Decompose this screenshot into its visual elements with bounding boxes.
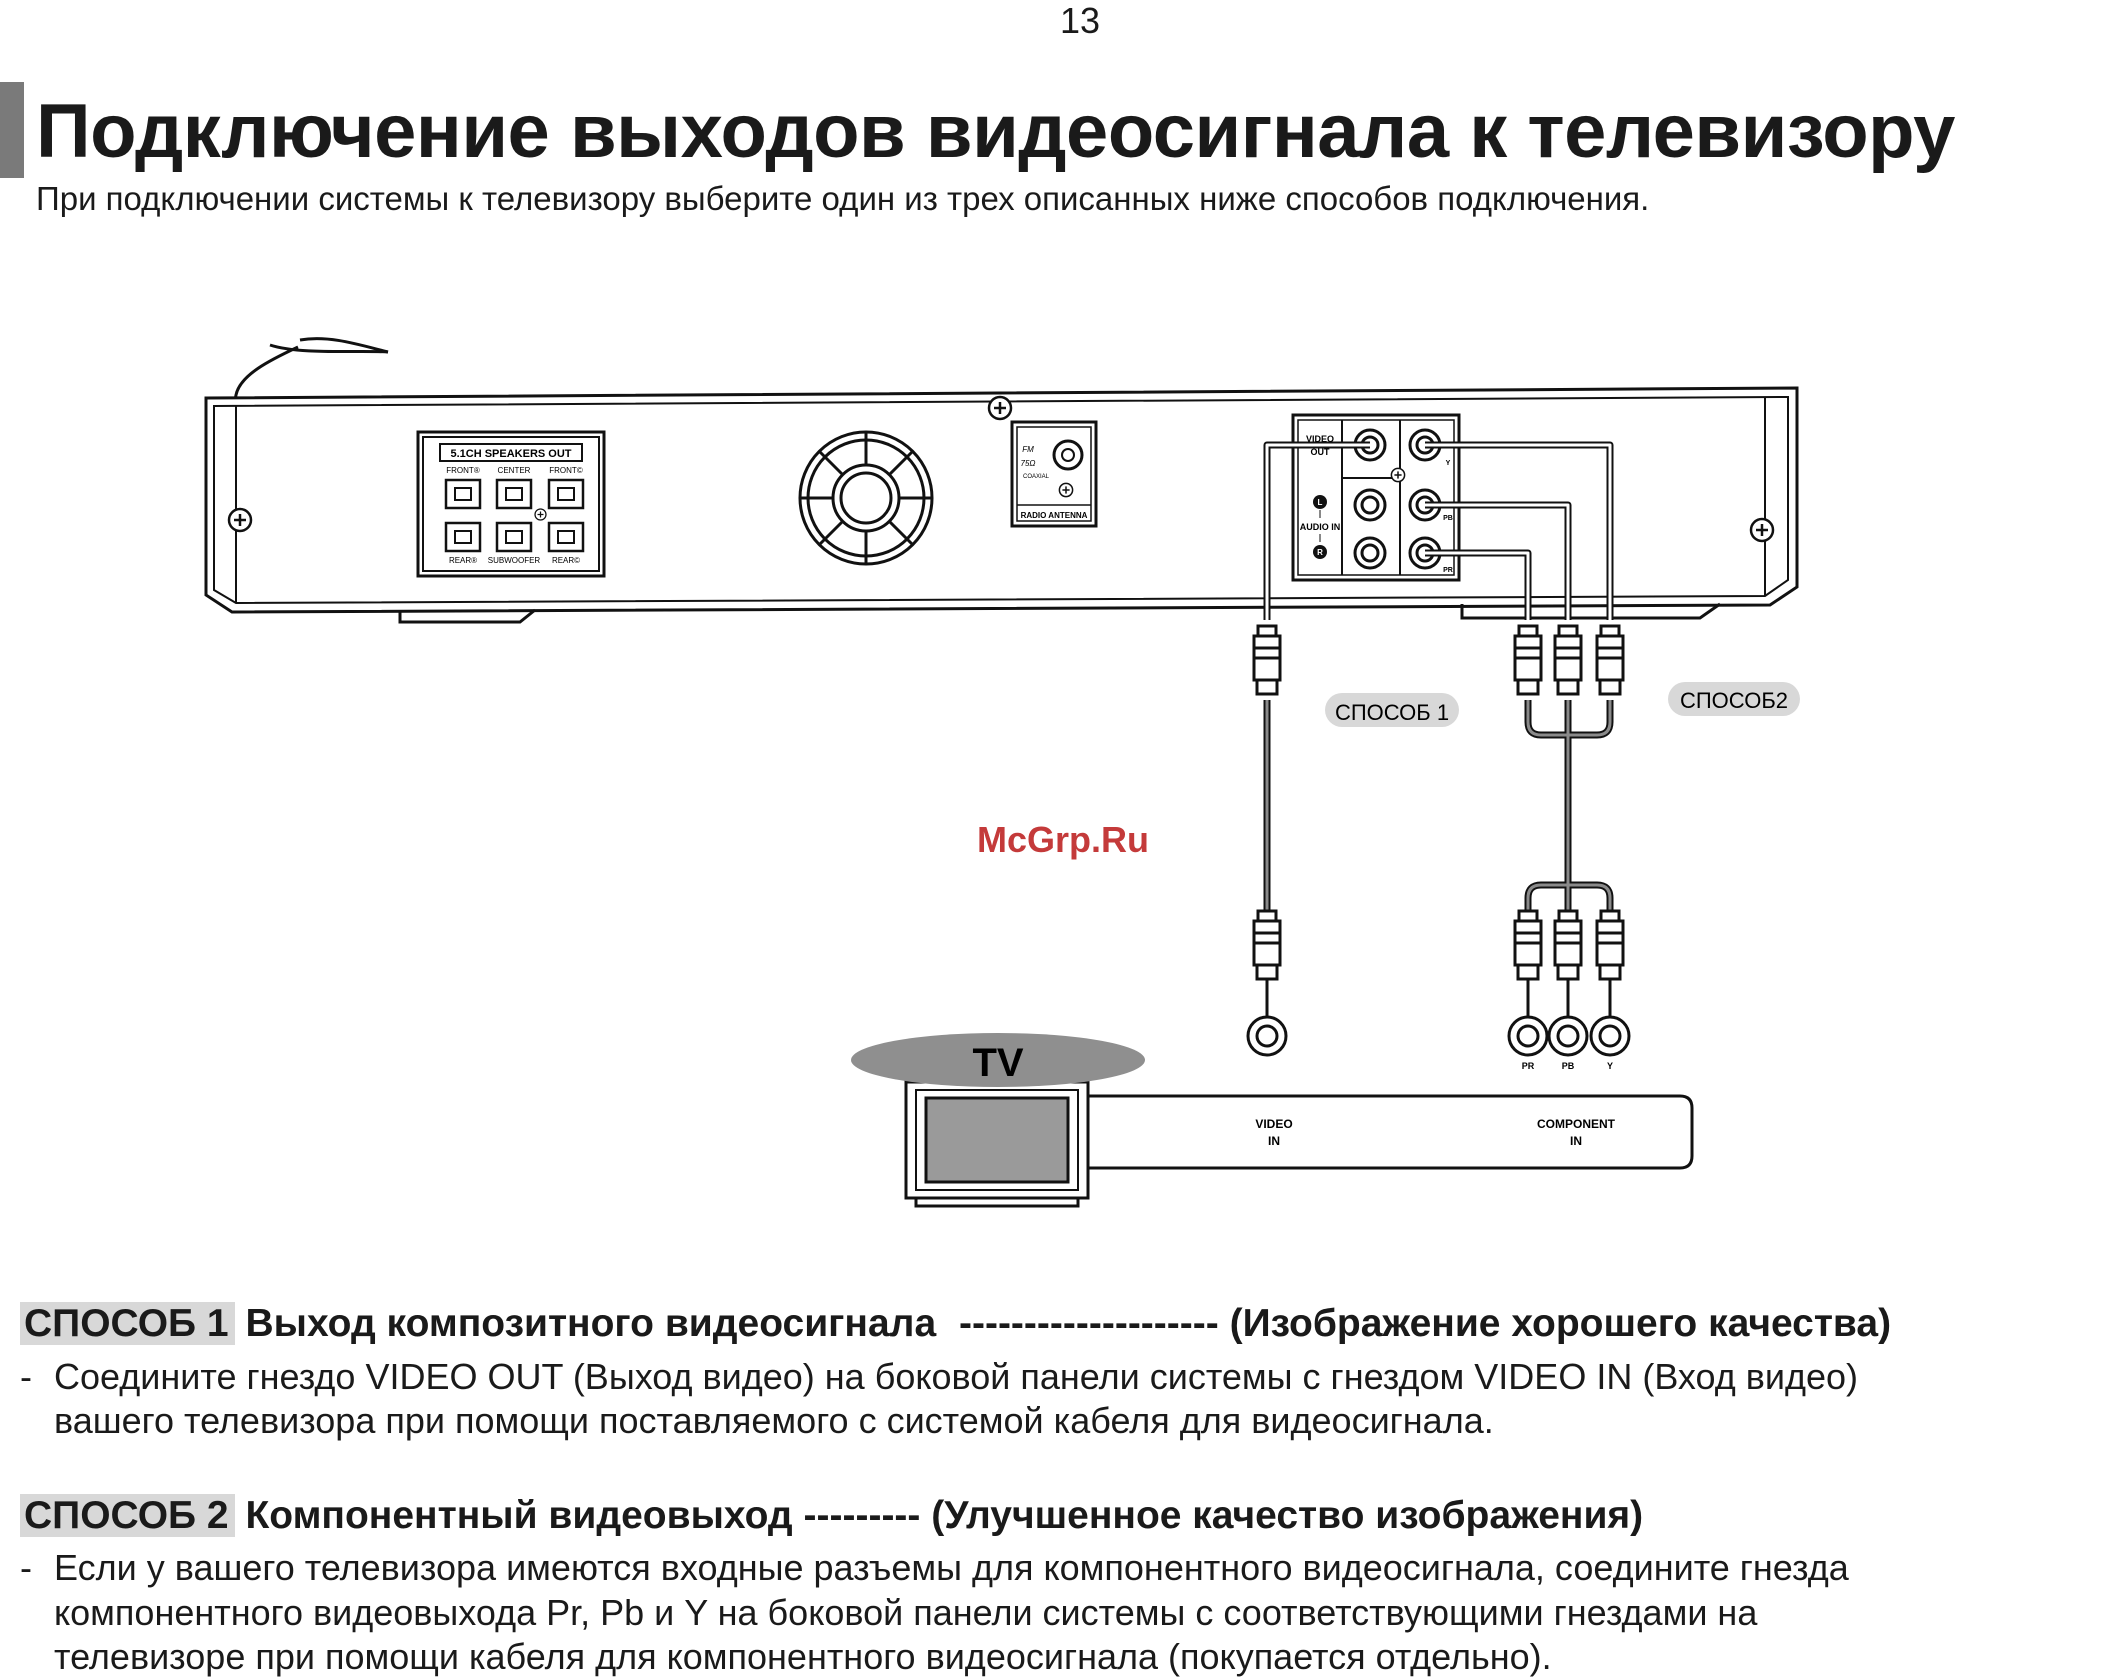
method2-line3: телевизоре при помощи кабеля для компоне… <box>54 1636 1552 1677</box>
method1-line1: -Соедините гнездо VIDEO OUT (Выход видео… <box>20 1356 1859 1397</box>
tv-pb-label: PB <box>1562 1061 1575 1071</box>
ohm-label: 75Ω <box>1021 459 1036 468</box>
method1-tag <box>1325 693 1459 727</box>
method1-heading: СПОСОБ 1 Выход композитного видеосигнала… <box>20 1302 1891 1346</box>
speaker-terminal-icon <box>547 521 585 553</box>
pb-label: PB <box>1443 515 1453 522</box>
page-title: Подключение выходов видеосигнала к телев… <box>36 89 1955 174</box>
tv-video-in-line1: VIDEO <box>1255 1117 1292 1131</box>
method2-text-line1: Если у вашего телевизора имеются входные… <box>54 1547 1849 1588</box>
tv-video-in-line2: IN <box>1268 1134 1280 1148</box>
rca-plug-icon <box>1595 909 1625 981</box>
pr-label: PR <box>1443 567 1453 574</box>
fm-label: FM <box>1022 445 1034 454</box>
rca-plug-icon <box>1595 624 1625 696</box>
audio-r-jack <box>1353 536 1387 570</box>
front-l-label: FRONT© <box>549 466 583 475</box>
tv-component-in-line2: IN <box>1570 1134 1582 1148</box>
speakers-out-panel: 5.1CH SPEAKERS OUT FRONT® CENTER FRONT© … <box>416 430 606 578</box>
tv-pr-jack <box>1507 1015 1549 1057</box>
method2-label: СПОСОБ 2 <box>20 1494 235 1537</box>
speaker-terminal-icon <box>547 478 585 510</box>
tv-y-label: Y <box>1607 1061 1613 1071</box>
page-number: 13 <box>1059 0 1101 41</box>
method2-title: Компонентный видеовыход <box>245 1494 793 1537</box>
rca-plug-icon <box>1553 909 1583 981</box>
cooling-fan <box>798 430 934 566</box>
rca-plug-icon <box>1553 624 1583 696</box>
tv-video-in-jack <box>1246 1015 1288 1057</box>
center-label: CENTER <box>498 466 531 475</box>
rear-r-label: REAR® <box>449 556 477 565</box>
audio-l-jack <box>1353 488 1387 522</box>
method1-label: СПОСОБ 1 <box>20 1302 235 1345</box>
audio-in-label: AUDIO IN <box>1300 522 1341 532</box>
coaxial-label: COAXIAL <box>1023 474 1050 480</box>
method2-heading: СПОСОБ 2 Компонентный видеовыход -------… <box>20 1494 1643 1538</box>
rear-l-label: REAR© <box>552 556 580 565</box>
method1-dashes: -------------------- <box>958 1302 1219 1345</box>
out-label: OUT <box>1311 447 1331 457</box>
tv-label: TV <box>972 1041 1023 1085</box>
tv-pr-label: PR <box>1522 1061 1535 1071</box>
speaker-terminal-icon <box>495 478 533 510</box>
method2-line1: -Если у вашего телевизора имеются входны… <box>20 1547 1849 1588</box>
title-accent-bar <box>0 82 24 178</box>
method2-line2: компонентного видеовыхода Pr, Pb и Y на … <box>54 1592 1758 1633</box>
speakers-panel-title: 5.1CH SPEAKERS OUT <box>450 448 571 460</box>
y-label: Y <box>1446 460 1451 467</box>
method1-quality: (Изображение хорошего качества) <box>1229 1302 1892 1345</box>
method2-quality: (Улучшенное качество изображения) <box>931 1494 1644 1537</box>
speaker-terminal-icon <box>444 478 482 510</box>
audio-r-label: R <box>1317 548 1323 557</box>
method1-title: Выход композитного видеосигнала <box>245 1302 937 1345</box>
screw-icon <box>1749 517 1775 543</box>
tv-set: TV VIDEO IN COMPONENT IN <box>851 1033 1694 1208</box>
watermark: McGrp.Ru <box>977 819 1149 860</box>
audio-l-label: L <box>1318 498 1323 507</box>
method2-tag <box>1668 682 1800 716</box>
tv-component-in-line1: COMPONENT <box>1537 1117 1616 1131</box>
speaker-terminal-icon <box>495 521 533 553</box>
method2-tag-label: СПОСОБ2 <box>1680 688 1788 713</box>
subwoofer-label: SUBWOOFER <box>488 556 541 565</box>
front-r-label: FRONT® <box>446 466 480 475</box>
tv-pb-jack <box>1547 1015 1589 1057</box>
method2-dashes: --------- <box>803 1494 921 1537</box>
tv-y-jack <box>1589 1015 1631 1057</box>
page-subtitle: При подключении системы к телевизору выб… <box>36 180 1650 217</box>
video-label: VIDEO <box>1306 434 1334 444</box>
screw-icon <box>1390 467 1406 483</box>
screw-icon <box>1058 482 1074 498</box>
radio-antenna-label: RADIO ANTENNA <box>1021 511 1088 520</box>
radio-antenna-panel: FM 75Ω COAXIAL RADIO ANTENNA <box>1010 420 1098 528</box>
method1-text-line1: Соедините гнездо VIDEO OUT (Выход видео)… <box>54 1356 1859 1397</box>
rca-plug-icon <box>1513 624 1543 696</box>
rca-plug-icon <box>1252 624 1282 696</box>
speaker-terminal-icon <box>444 521 482 553</box>
rca-plug-icon <box>1513 909 1543 981</box>
connection-diagram: 5.1CH SPEAKERS OUT FRONT® CENTER FRONT© … <box>204 337 1800 1208</box>
screw-icon <box>227 507 253 533</box>
method1-tag-label: СПОСОБ 1 <box>1335 700 1449 725</box>
screw-icon <box>987 395 1013 421</box>
power-cord-tail <box>299 337 389 354</box>
screw-icon <box>534 508 547 521</box>
rca-plug-icon <box>1252 909 1282 981</box>
method1-line2: вашего телевизора при помощи поставляемо… <box>54 1400 1494 1441</box>
